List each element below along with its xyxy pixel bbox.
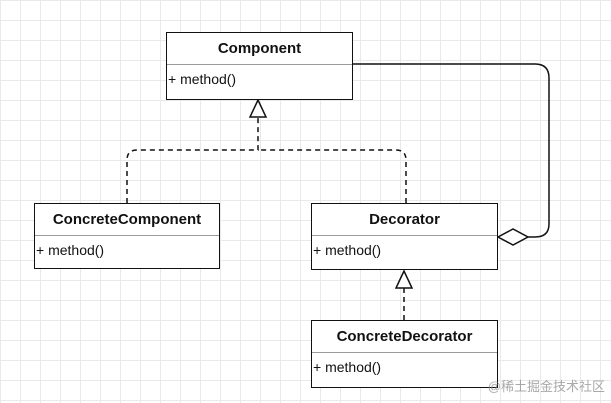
class-concrete-decorator-method: + method() <box>313 359 382 375</box>
class-decorator[interactable]: Decorator + method() <box>311 203 498 270</box>
class-component[interactable]: Component + method() <box>166 32 353 100</box>
class-concrete-component[interactable]: ConcreteComponent + method() <box>34 203 220 269</box>
realization-arrowhead-component <box>248 98 268 118</box>
realization-arrowhead-decorator <box>394 269 414 289</box>
aggregation-line <box>352 63 550 238</box>
realization-line-decorator <box>258 149 407 203</box>
class-concrete-decorator-name: ConcreteDecorator <box>312 321 497 353</box>
class-concrete-component-method: + method() <box>36 242 105 258</box>
class-component-name: Component <box>167 33 352 65</box>
class-concrete-decorator[interactable]: ConcreteDecorator + method() <box>311 320 498 388</box>
class-decorator-name: Decorator <box>312 204 497 236</box>
class-component-method: + method() <box>168 71 237 87</box>
realization-line-concrete-component <box>126 117 259 203</box>
class-concrete-component-name: ConcreteComponent <box>35 204 219 236</box>
class-decorator-method: + method() <box>313 242 382 258</box>
watermark: @稀土掘金技术社区 <box>487 379 605 394</box>
aggregation-diamond <box>496 228 530 246</box>
